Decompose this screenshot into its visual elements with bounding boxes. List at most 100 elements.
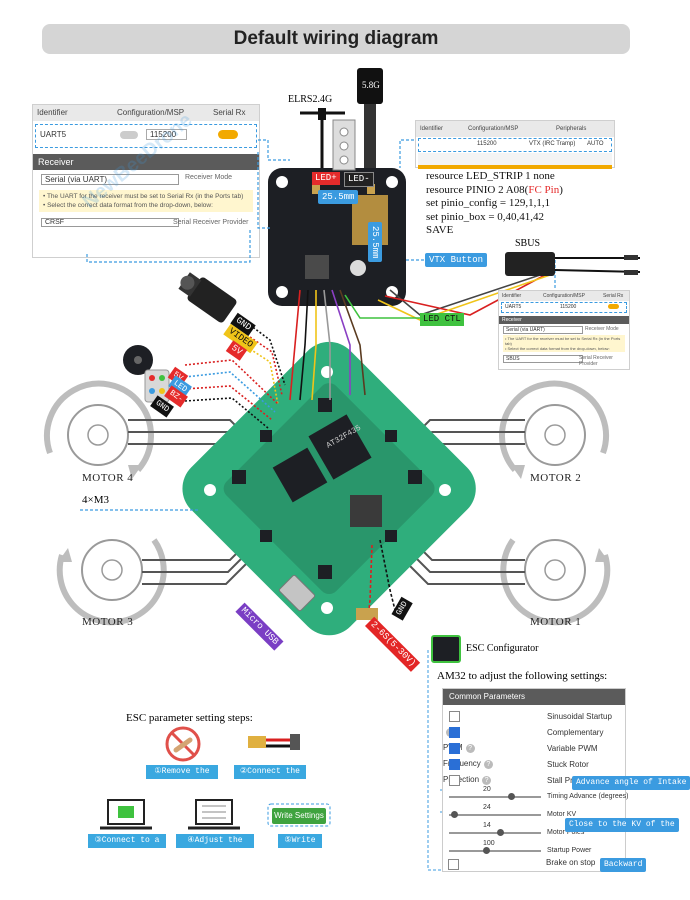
slider-track[interactable] [449, 832, 541, 834]
cli-line-4: set pinio_box = 0,40,41,42 [426, 210, 545, 223]
sbus-receiver-mode-label: Receiver Mode [585, 326, 619, 332]
camera-icon [178, 272, 237, 323]
sbus-serialrx-toggle[interactable] [608, 304, 619, 309]
motor-4-label: MOTOR 4 [82, 472, 134, 484]
sbus-baud[interactable]: 115200 [560, 304, 577, 310]
laptop-params-icon [188, 799, 240, 830]
complementary-checkbox[interactable] [449, 727, 460, 738]
param-variable-pwm[interactable]: Variable PWM Frequency? [443, 743, 598, 769]
baud-select[interactable]: 115200 [146, 129, 188, 140]
sinusoidal-checkbox[interactable] [449, 711, 460, 722]
variable-pwm-checkbox[interactable] [449, 743, 460, 754]
vtx-antenna-icon [357, 68, 383, 104]
slider-track[interactable] [449, 850, 541, 852]
stall-checkbox[interactable] [449, 775, 460, 786]
col-config: Configuration/MSP [117, 108, 185, 117]
elrs-antenna-icon [318, 108, 326, 120]
sbus-receiver-title: Receiver [502, 317, 522, 323]
help-icon: ? [465, 744, 475, 753]
param-brake[interactable]: Brake on stop [442, 857, 624, 871]
step-adjust-params: ④Adjust the parameters [176, 834, 254, 859]
cli-line-2: resource PINIO 2 A08(FC Pin) [426, 183, 563, 196]
page-title: Default wiring diagram [42, 24, 630, 54]
battery-plug-icon [248, 734, 300, 750]
write-settings-button[interactable]: Write Settings [272, 808, 326, 824]
vtx-button-tag: VTX Button [425, 253, 488, 267]
vtx-baud[interactable]: 115200 [477, 141, 497, 147]
receiver-title: Receiver [38, 157, 74, 167]
col-peripherals: Peripherals [556, 126, 587, 132]
esc-configurator-icon [431, 635, 461, 663]
sbus-col-config: Configuration/MSP [543, 293, 585, 299]
led-minus-tag: LED- [344, 172, 374, 187]
vtx-peripheral[interactable]: VTX (IRC Tramp) [529, 141, 576, 147]
brake-checkbox[interactable] [448, 859, 459, 870]
callout-advance: Advance angle of Intake [572, 776, 690, 790]
slider-track[interactable] [449, 814, 541, 816]
param-stuck-rotor[interactable]: Stuck Rotor Protection? [443, 759, 589, 785]
callout-backward: Backward [600, 858, 647, 872]
provider-label: Serial Receiver Provider [173, 219, 249, 226]
param-complementary[interactable]: Complementary PWM? [443, 725, 623, 753]
sbus-receiver-mode[interactable]: Serial (via UART) [503, 326, 583, 334]
height-dimension: 25.5mm [368, 222, 382, 263]
sbus-col-serialrx: Serial Rx [603, 293, 624, 299]
provider-select[interactable]: CRSF [41, 218, 179, 227]
slider-label: Timing Advance (degrees) [547, 793, 629, 800]
mount-label: 4×M3 [82, 494, 109, 506]
receiver-note-2: • Select the correct data format from th… [43, 202, 213, 209]
stuck-rotor-checkbox[interactable] [449, 759, 460, 770]
vtx-antenna-label: 5.8G [362, 80, 380, 90]
slider-value: 14 [483, 822, 491, 829]
slider-knob[interactable] [507, 793, 515, 800]
sbus-config-panel: Identifier Configuration/MSP Serial Rx U… [498, 290, 630, 370]
msp-toggle[interactable] [120, 131, 138, 139]
step-connect-battery: ②Connect the battery [234, 765, 306, 790]
width-dimension: 25.5mm [318, 190, 359, 204]
help-icon: ? [483, 760, 493, 769]
cli-line-5: SAVE [426, 224, 454, 236]
esc-board [182, 341, 476, 636]
sbus-uart: UART5 [505, 304, 522, 310]
slider-knob[interactable] [450, 811, 458, 818]
motor-2-icon [499, 380, 609, 479]
vtx-auto[interactable]: AUTO [587, 141, 604, 147]
receiver-note-1: • The UART for the receiver must be set … [43, 193, 244, 200]
motor-3-label: MOTOR 3 [82, 616, 134, 628]
param-sinusoidal[interactable]: Sinusoidal Startup? [443, 709, 623, 737]
slider-knob[interactable] [496, 829, 504, 836]
slider-value: 20 [483, 786, 491, 793]
receiver-mode-select[interactable]: Serial (via UART) [41, 174, 179, 185]
no-paddles-icon [165, 726, 201, 762]
step-remove-paddles: ①Remove the paddles [146, 765, 218, 790]
col-identifier: Identifier [37, 108, 68, 117]
cli-commands: resource LED_STRIP 1 none resource PINIO… [426, 170, 563, 238]
slider-value: 24 [483, 804, 491, 811]
slider-label: Startup Power [547, 847, 592, 854]
sbus-col-identifier: Identifier [502, 293, 522, 299]
col-serialrx: Serial Rx [213, 108, 246, 117]
slider-label: Motor KV [547, 811, 577, 818]
vtx-ports-panel: Identifier Configuration/MSP Peripherals… [415, 120, 615, 169]
serialrx-toggle[interactable] [218, 130, 238, 139]
ports-config-panel: Identifier Configuration/MSP Serial Rx U… [32, 104, 260, 258]
sbus-note-2: • Select the correct data format from th… [505, 346, 610, 351]
motor-1-label: MOTOR 1 [530, 616, 582, 628]
sbus-provider[interactable]: SBUS [503, 355, 583, 363]
motor-1-icon [500, 538, 611, 626]
slider-track[interactable] [449, 796, 541, 798]
fc-pin-accent: FC Pin [528, 183, 560, 196]
sbus-provider-label: Serial Receiver Provider [579, 355, 613, 367]
uart-identifier: UART5 [40, 130, 67, 139]
slider-knob[interactable] [482, 847, 490, 854]
motor-2-label: MOTOR 2 [530, 472, 582, 484]
slider-value: 100 [483, 840, 495, 847]
led-ctl-tag: LED CTL [420, 313, 464, 326]
sbus-label: SBUS [515, 238, 541, 249]
cli-line-1: resource LED_STRIP 1 none [426, 170, 555, 182]
